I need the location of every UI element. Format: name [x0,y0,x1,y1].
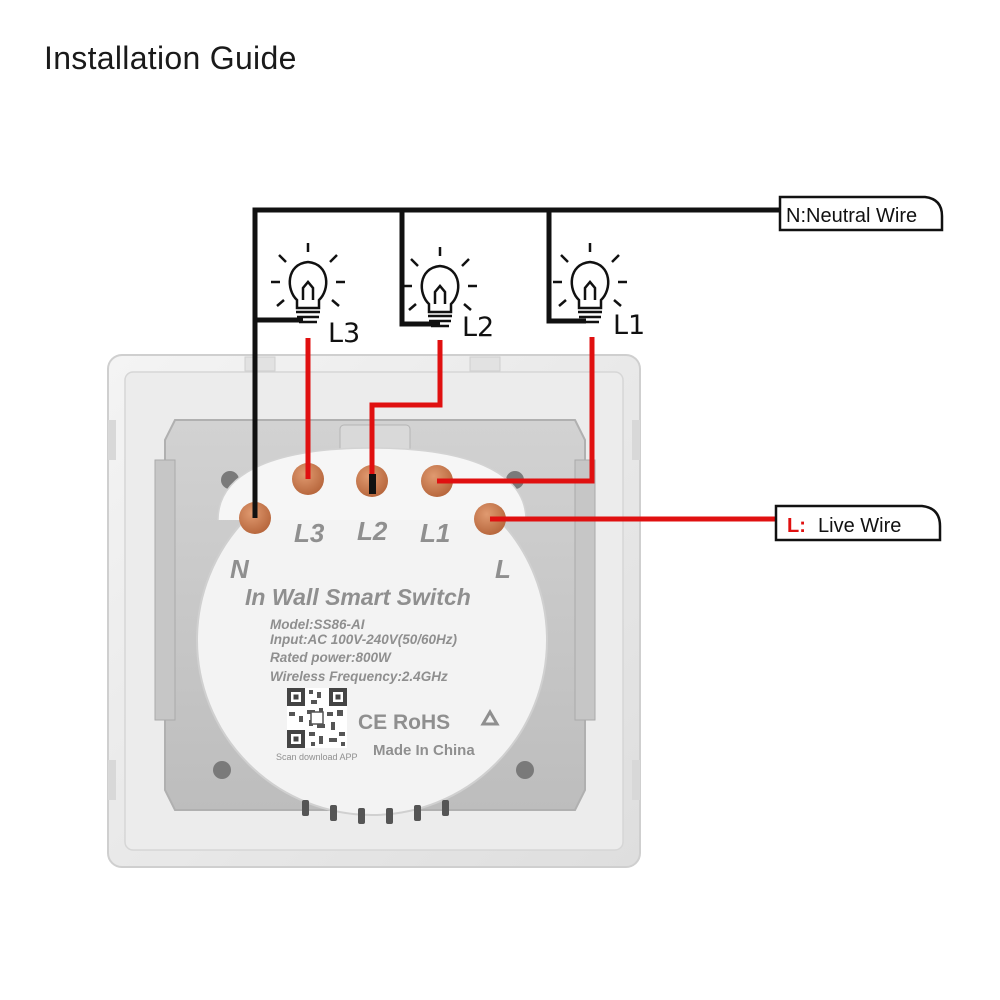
lamp-l2 [403,247,477,328]
module-vents [302,800,449,824]
live-wires [305,337,778,522]
neutral-wire-tag: N:Neutral Wire [778,195,944,232]
live-tag-letter: L: [787,515,806,537]
neutral-to-l2-lamp [399,210,440,327]
spec-frequency: Wireless Frequency:2.4GHz [270,669,448,684]
cert-text: CE RoHS [358,711,450,734]
cert-marks: CE RoHS [358,709,500,734]
spec-power: Rated power:800W [270,650,392,665]
bulb-icon [403,247,477,328]
neutral-to-l1-lamp [546,210,586,324]
terminal-label-l2: L2 [357,516,388,546]
terminal-label-l: L [495,554,511,584]
bulb-icon [271,243,345,324]
lamp-l3 [271,243,345,324]
terminal-label-n: N [230,554,250,584]
lamp-label-l1: L1 [613,310,645,341]
spec-model: Model:SS86-AI [270,617,365,632]
terminal-labels: N L3 L2 L1 L [230,516,511,584]
scan-label: Scan download APP [276,752,358,762]
lamp-label-l2: L2 [462,312,494,343]
live-wire-tag: L: Live Wire [774,504,942,542]
module-name: In Wall Smart Switch [245,584,471,610]
live-tag-text: Live Wire [818,515,901,537]
neutral-main-wire [252,207,782,518]
module-origin: Made In China [373,742,475,759]
terminal-label-l3: L3 [294,518,325,548]
terminal-label-l1: L1 [420,518,450,548]
switched-wire-l1 [437,337,595,484]
recycle-icon [480,709,500,726]
module-specs: Model:SS86-AI Input:AC 100V-240V(50/60Hz… [270,617,458,684]
terminal-l2-screw [369,474,376,494]
neutral-wires [252,207,782,518]
lamp-l1 [553,243,627,324]
bulb-icon [553,243,627,324]
neutral-tag-text: N:Neutral Wire [786,205,917,227]
qr-code [287,688,347,748]
page-title: Installation Guide [44,40,297,76]
lamp-label-l3: L3 [328,318,360,349]
spec-input: Input:AC 100V-240V(50/60Hz) [270,632,458,647]
switched-wire-l2 [369,340,443,481]
